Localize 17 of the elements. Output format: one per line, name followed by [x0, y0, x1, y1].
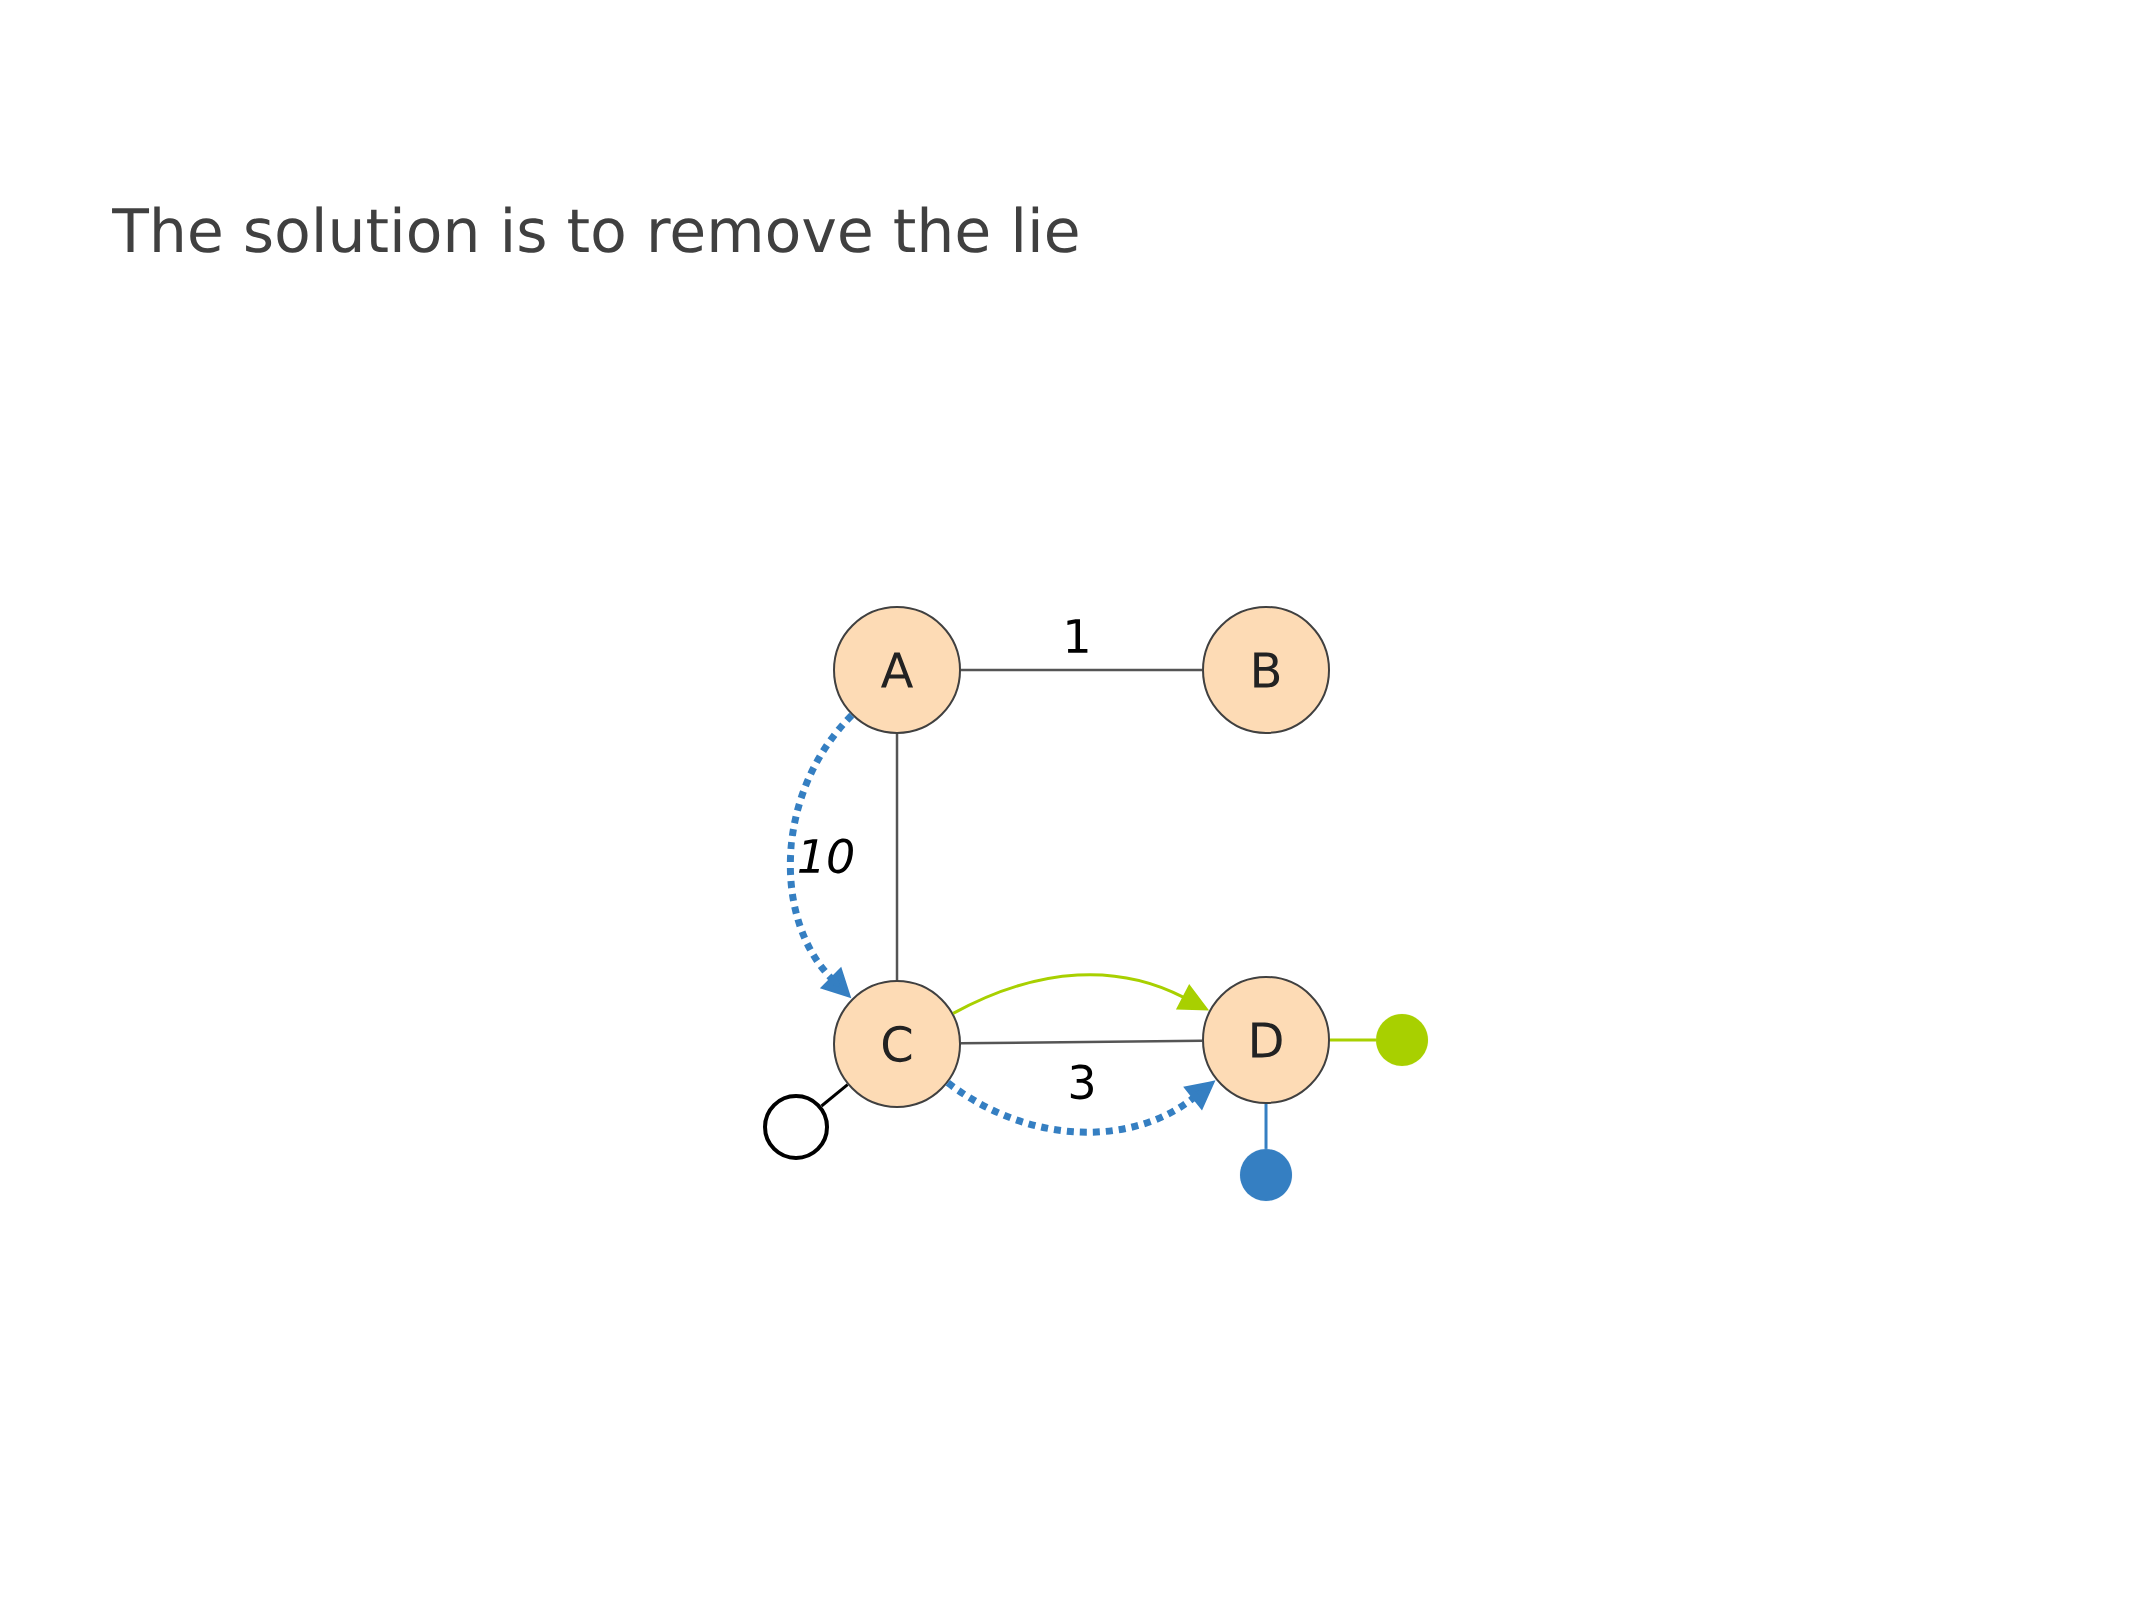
- graph-node: A: [833, 606, 961, 734]
- connector-line: [820, 1083, 849, 1108]
- connector-line: [895, 734, 899, 980]
- connector-line: [1330, 1038, 1376, 1042]
- title: The solution is to remove the lie: [112, 206, 1078, 253]
- edge-label: 1: [1060, 617, 1094, 655]
- connector-line: [961, 668, 1202, 672]
- graph-node: C: [833, 980, 961, 1108]
- connector-line: [1264, 1104, 1268, 1149]
- graph-node: D: [1202, 976, 1330, 1104]
- connector-line: [961, 1039, 1203, 1045]
- edge-label: 10: [794, 836, 858, 876]
- dot: [1239, 1148, 1293, 1202]
- dot: [1375, 1013, 1429, 1067]
- edge-label: 3: [1065, 1062, 1099, 1102]
- graph-node: B: [1202, 606, 1330, 734]
- open-circle: [763, 1094, 829, 1160]
